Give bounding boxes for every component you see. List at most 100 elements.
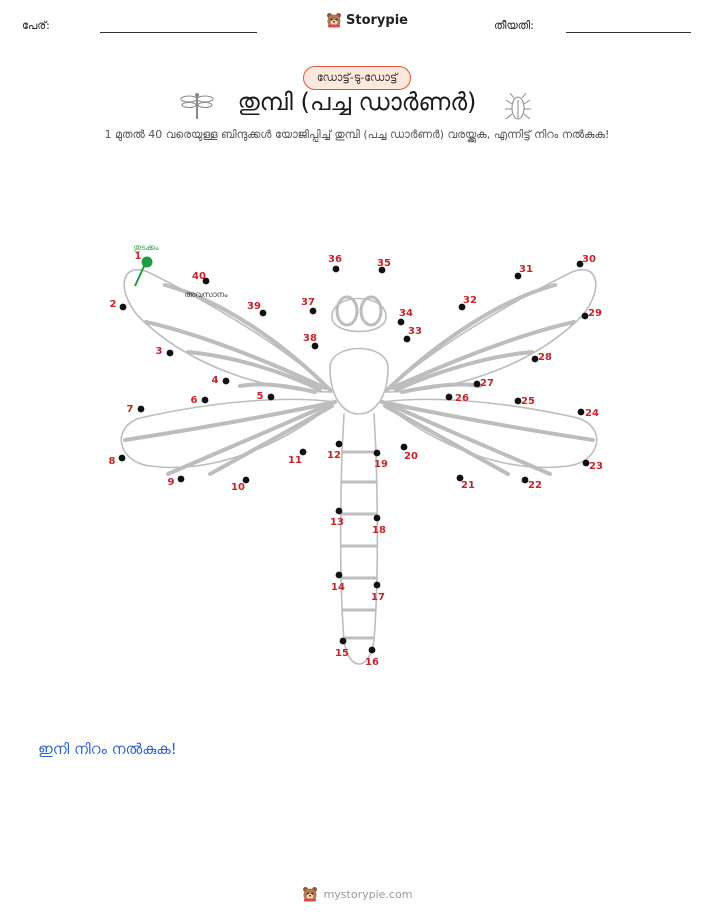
page-title: തുമ്പി (പച്ച ഡാർണർ) <box>237 88 477 116</box>
dot-30 <box>576 260 584 268</box>
dot-number-26: 26 <box>455 393 469 404</box>
dot-40 <box>202 277 210 285</box>
dot-10 <box>242 476 250 484</box>
dot-9 <box>177 475 185 483</box>
dot-number-18: 18 <box>372 525 386 536</box>
dot-number-14: 14 <box>331 582 345 593</box>
name-label: പേര്: <box>22 19 50 32</box>
dot-number-34: 34 <box>399 308 413 319</box>
dot-number-6: 6 <box>191 395 198 406</box>
dot-number-2: 2 <box>110 299 117 310</box>
dot-number-4: 4 <box>212 375 219 386</box>
dragonfly-outline <box>120 268 598 665</box>
dot-27 <box>473 380 481 388</box>
dot-number-24: 24 <box>585 408 599 419</box>
dot-4 <box>222 377 230 385</box>
dot-number-8: 8 <box>109 456 116 467</box>
dot-22 <box>521 476 529 484</box>
dot-31 <box>514 272 522 280</box>
dot-32 <box>458 303 466 311</box>
color-prompt: ഇനി നിറം നൽകുക! <box>38 740 177 758</box>
dot-13 <box>335 507 343 515</box>
dot-number-33: 33 <box>408 326 422 337</box>
dot-23 <box>582 459 590 467</box>
dot-number-7: 7 <box>127 404 134 415</box>
dot-35 <box>378 266 386 274</box>
dot-24 <box>577 408 585 416</box>
name-line <box>100 32 257 33</box>
footer-site: mystorypie.com <box>323 887 413 901</box>
dot-5 <box>267 393 275 401</box>
dot-12 <box>335 440 343 448</box>
dot-14 <box>335 571 343 579</box>
end-label: അവസാനം <box>185 290 229 299</box>
dot-3 <box>166 349 174 357</box>
dot-7 <box>137 405 145 413</box>
dot-18 <box>373 514 381 522</box>
dot-number-20: 20 <box>404 451 418 462</box>
dot-28 <box>531 355 539 363</box>
dot-number-38: 38 <box>303 333 317 344</box>
dragonfly-icon <box>180 93 214 119</box>
nymph-icon <box>505 92 531 120</box>
dot-19 <box>373 449 381 457</box>
dot-number-25: 25 <box>521 396 535 407</box>
dot-38 <box>311 342 319 350</box>
dot-33 <box>403 335 411 343</box>
dot-29 <box>581 312 589 320</box>
brand-logo: Storypie <box>326 12 408 28</box>
dot-number-9: 9 <box>168 477 175 488</box>
dot-2 <box>119 303 127 311</box>
start-marker <box>141 256 153 268</box>
dot-20 <box>400 443 408 451</box>
dot-16 <box>368 646 376 654</box>
bear-icon <box>302 887 317 902</box>
dot-36 <box>332 265 340 273</box>
dot-number-15: 15 <box>335 648 349 659</box>
dot-number-35: 35 <box>377 258 391 269</box>
dot-number-39: 39 <box>247 301 261 312</box>
dot-number-22: 22 <box>528 480 542 491</box>
dot-number-1: 1 <box>135 251 142 262</box>
date-label: തീയതി: <box>494 19 534 32</box>
dot-number-16: 16 <box>365 657 379 668</box>
dot-number-21: 21 <box>461 480 475 491</box>
dot-37 <box>309 307 317 315</box>
dot-number-31: 31 <box>519 264 533 275</box>
dot-26 <box>445 393 453 401</box>
dot-number-37: 37 <box>301 297 315 308</box>
dot-8 <box>118 454 126 462</box>
dot-number-12: 12 <box>327 450 341 461</box>
dot-number-32: 32 <box>463 295 477 306</box>
dot-number-36: 36 <box>328 254 342 265</box>
dot-number-17: 17 <box>371 592 385 603</box>
dot-number-5: 5 <box>257 391 264 402</box>
dot-number-10: 10 <box>231 482 245 493</box>
dot-34 <box>397 318 405 326</box>
dot-21 <box>456 474 464 482</box>
dot-number-40: 40 <box>192 271 206 282</box>
dot-11 <box>299 448 307 456</box>
dot-number-28: 28 <box>538 352 552 363</box>
dot-number-29: 29 <box>588 308 602 319</box>
dot-17 <box>373 581 381 589</box>
dot-39 <box>259 309 267 317</box>
footer: mystorypie.com <box>0 886 714 902</box>
date-line <box>566 32 691 33</box>
dot-number-13: 13 <box>330 517 344 528</box>
dot-number-3: 3 <box>156 346 163 357</box>
dot-15 <box>339 637 347 645</box>
activity-badge: ഡോട്ട്-ടു-ഡോട്ട് <box>303 66 411 90</box>
brand-name: Storypie <box>346 12 408 28</box>
dot-number-23: 23 <box>589 461 603 472</box>
instructions: 1 മുതൽ 40 വരെയുള്ള ബിന്ദുക്കൾ യോജിപ്പിച്… <box>104 128 610 141</box>
bear-icon <box>327 13 341 28</box>
dot-25 <box>514 397 522 405</box>
dot-number-30: 30 <box>582 254 596 265</box>
dot-number-27: 27 <box>480 378 494 389</box>
dot-6 <box>201 396 209 404</box>
dot-number-19: 19 <box>374 459 388 470</box>
dot-number-11: 11 <box>288 455 302 466</box>
